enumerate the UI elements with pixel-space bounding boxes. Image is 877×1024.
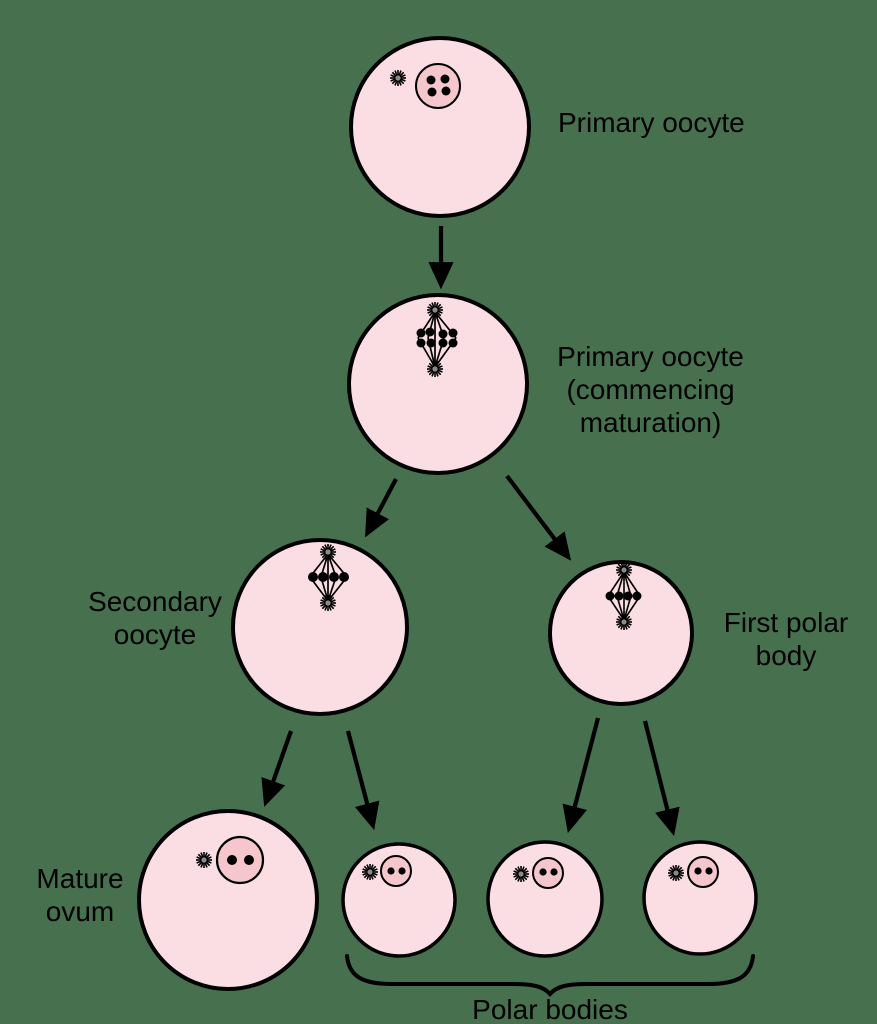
cell-first-polar-body [548,560,694,706]
aster-icon [426,301,444,319]
mature-ovum-label: Mature ovum [36,863,124,928]
aster-icon [426,360,444,378]
nucleus [215,835,265,885]
chromosome-dots [227,855,254,865]
arrow-to-polar-body-2 [562,717,601,834]
nucleus [380,855,412,887]
chromosome-dots [387,867,406,875]
cell-membrane [231,538,409,716]
nucleus [532,857,564,889]
cell-membrane [137,809,319,991]
cell-secondary-oocyte [231,538,409,716]
chromosome-dots [694,867,713,875]
first-polar-body-label: First polar body [723,607,849,672]
primary-oocyte-maturing-label: Primary oocyte (commencing maturation) [557,341,744,439]
chromosome-dots [308,572,349,582]
nucleus [415,63,461,109]
polar-bodies-brace [345,954,755,998]
cell-membrane [548,560,694,706]
aster-icon [319,594,337,612]
chromosome-dots [426,74,451,97]
cell-polar-body-2 [486,840,604,958]
chromosome-dots [416,327,458,348]
chromosome-dots [605,591,642,601]
aster-icon [615,561,633,579]
aster-icon [667,864,685,882]
aster-icon [389,69,407,87]
secondary-oocyte-label: Secondary oocyte [88,586,222,651]
cell-membrane [347,293,529,475]
polar-bodies-label: Polar bodies [472,994,628,1024]
arrow-to-secondary-oocyte [365,478,398,538]
arrow-to-polar-body-3 [642,720,680,837]
arrow-to-polar-body-1 [345,730,380,831]
cell-primary-oocyte [349,36,531,218]
arrow-to-first-polar-body [505,474,572,561]
cell-polar-body-3 [642,840,758,956]
cell-polar-body-1 [341,842,457,958]
arrow-to-mature-ovum [261,730,293,807]
chromosome-dots [539,868,558,876]
cell-primary-oocyte-maturing [347,293,529,475]
aster-icon [319,543,337,561]
aster-icon [195,851,213,869]
cell-mature-ovum [137,809,319,991]
aster-icon [512,865,530,883]
nucleus [687,856,719,888]
primary-oocyte-label: Primary oocyte [558,107,745,138]
aster-icon [615,613,633,631]
aster-icon [361,863,379,881]
